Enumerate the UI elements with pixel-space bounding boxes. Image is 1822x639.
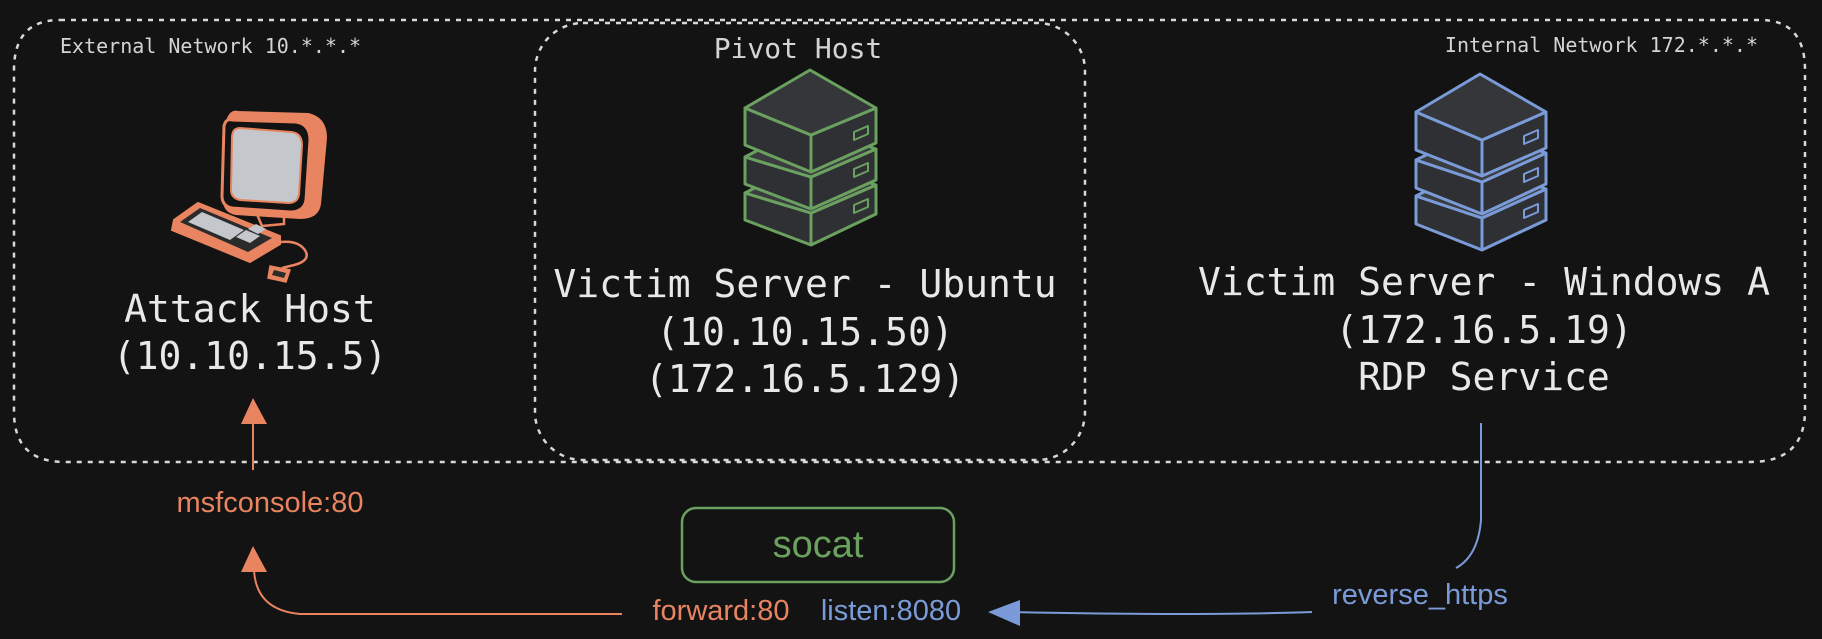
network-boundary xyxy=(12,18,1807,464)
external-network-label: External Network 10.*.*.* xyxy=(60,34,361,58)
listen-label: listen:8080 xyxy=(821,595,961,627)
attack-host-name: Attack Host xyxy=(124,287,376,331)
pivot-host-label: Pivot Host xyxy=(714,32,883,65)
target-host-name: Victim Server - Windows A xyxy=(1198,260,1770,304)
arrowhead-up xyxy=(241,398,267,424)
computer-icon xyxy=(170,110,328,283)
target-to-reverse-curve xyxy=(1455,423,1482,569)
server-icon xyxy=(1414,72,1548,252)
pivot-host-ip-internal: (172.16.5.129) xyxy=(645,357,965,401)
pivot-host-name: Victim Server - Ubuntu xyxy=(553,262,1056,306)
arrowhead-up xyxy=(241,546,267,572)
target-host-ip: (172.16.5.19) xyxy=(1335,308,1632,352)
forward-label: forward:80 xyxy=(652,595,789,627)
target-service-label: RDP Service xyxy=(1358,355,1610,399)
pivot-host-ip-external: (10.10.15.50) xyxy=(656,310,953,354)
socat-box xyxy=(680,506,956,584)
server-icon xyxy=(743,68,878,247)
arrowhead-left xyxy=(988,600,1020,626)
forward-to-msfconsole-curve xyxy=(253,569,622,615)
internal-network-label: Internal Network 172.*.*.* xyxy=(1445,33,1758,57)
reverse-https-label: reverse_https xyxy=(1332,579,1508,611)
attack-host-ip: (10.10.15.5) xyxy=(113,334,388,378)
reverse-to-listen-curve xyxy=(1009,611,1313,615)
socat-label: socat xyxy=(773,524,864,566)
msfconsole-label: msfconsole:80 xyxy=(177,487,364,519)
